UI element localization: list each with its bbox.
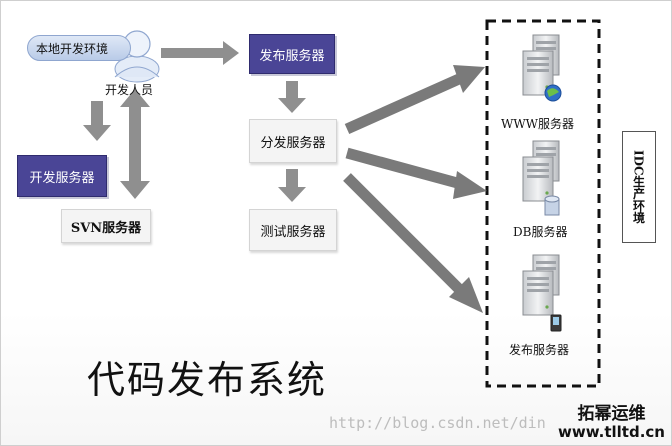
- arrow-to-publish-idc: [343, 173, 463, 293]
- db-server-icon: [522, 140, 560, 216]
- flow-arrows-gray: [83, 41, 306, 202]
- svn-server-label: SVN服务器: [70, 220, 142, 236]
- www-server-icon: [522, 34, 562, 102]
- distribute-server-box: 分发服务器: [249, 119, 337, 163]
- arrow-to-www: [344, 73, 462, 135]
- arrow-to-db: [345, 147, 463, 190]
- test-server-box: 测试服务器: [249, 209, 337, 251]
- flow-arrows-to-idc: [343, 73, 463, 293]
- diagram-title: 代码发布系统: [87, 358, 328, 402]
- publish-idc-server-label: 发布服务器: [509, 343, 570, 357]
- arrow-publish-to-distribute: [278, 81, 306, 113]
- dev-server-label: 开发服务器: [29, 170, 95, 186]
- developer-label: 开发人员: [105, 83, 154, 97]
- arrow-dev-to-devserver: [83, 101, 111, 141]
- db-server-label: DB服务器: [513, 225, 568, 239]
- test-server-label: 测试服务器: [260, 224, 326, 240]
- brand-url: www.tlltd.cn: [558, 423, 665, 441]
- arrow-dev-svn-double: [120, 89, 150, 199]
- www-server-label: WWW服务器: [501, 117, 575, 131]
- idc-label-box: IDC生产环境: [622, 131, 656, 243]
- arrow-distribute-to-test: [278, 169, 306, 202]
- distribute-server-label: 分发服务器: [260, 135, 326, 151]
- local-env-label: 本地开发环境: [36, 41, 109, 56]
- publish-server-box: 发布服务器: [249, 34, 335, 74]
- watermark-url: http://blog.csdn.net/din: [329, 414, 546, 432]
- publish-idc-server-icon: [522, 254, 562, 332]
- arrow-heads: [449, 65, 487, 313]
- svn-server-box: SVN服务器: [61, 209, 151, 243]
- local-env-bubble: 本地开发环境: [27, 35, 131, 61]
- idc-label: IDC生产环境: [631, 150, 646, 224]
- idc-frame: [485, 19, 601, 388]
- publish-server-label: 发布服务器: [259, 48, 325, 64]
- arrow-dev-to-publish: [161, 41, 239, 65]
- brand-name: 拓幂运维: [577, 404, 646, 424]
- brand-logo: 拓幂运维 www.tlltd.cn: [558, 405, 665, 441]
- dev-server-box: 开发服务器: [17, 155, 107, 197]
